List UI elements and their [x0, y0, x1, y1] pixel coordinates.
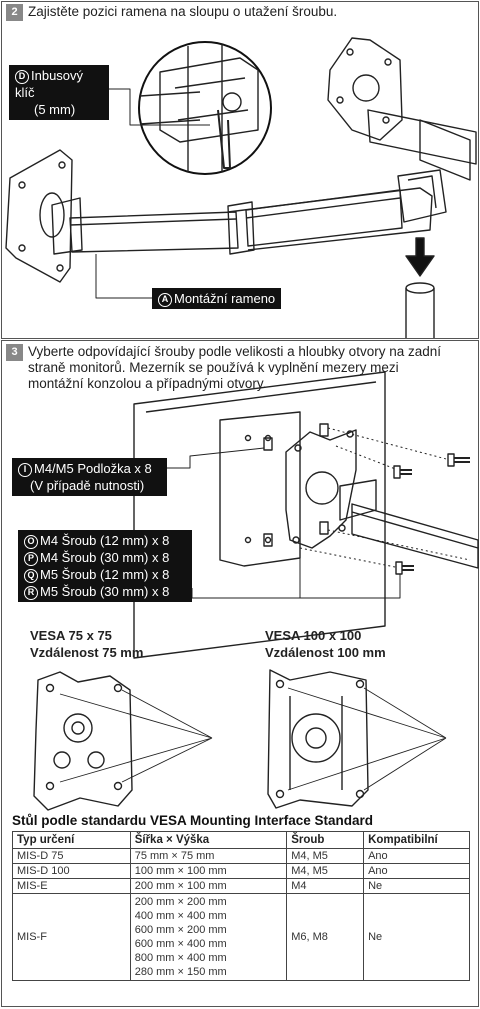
- pole: [405, 282, 435, 338]
- callout-letter-d-icon: D: [15, 70, 29, 84]
- size-line: 280 mm × 150 mm: [134, 966, 227, 978]
- step-3-instruction-line-3: montážní konzolou a případnými otvory.: [28, 376, 267, 391]
- screws: [393, 453, 470, 575]
- step-2-panel: [1, 1, 479, 339]
- cell-size: 75 mm × 75 mm: [129, 848, 288, 864]
- vesa-75-title: VESA 75 x 75 Vzdálenost 75 mm: [30, 627, 143, 661]
- step-3-panel: [1, 340, 479, 1007]
- cell-type: MIS-D 100: [12, 863, 131, 879]
- cell-size-list: 200 mm × 200 mm 400 mm × 400 mm 600 mm ×…: [129, 893, 288, 981]
- callout-letter-i-icon: I: [18, 463, 32, 477]
- cell-compatible: Ne: [363, 878, 470, 894]
- left-vesa-plate: [5, 149, 73, 283]
- step-2-number: 2: [6, 4, 23, 21]
- size-line: 600 mm × 400 mm: [134, 938, 227, 950]
- mounting-arm-label: Montážní rameno: [174, 291, 276, 306]
- step-3-number: 3: [6, 344, 23, 361]
- zoom-detail: [138, 41, 272, 175]
- vesa-75-distance: Vzdálenost 75 mm: [30, 645, 144, 660]
- right-vesa-plate: [327, 37, 477, 223]
- size-line: 800 mm × 400 mm: [134, 952, 227, 964]
- table-row: MIS-D 75 75 mm × 75 mm M4, M5 Ano: [12, 848, 470, 864]
- screw-p-label: M4 Šroub (30 mm) x 8: [40, 550, 170, 565]
- size-line: 400 mm × 400 mm: [134, 910, 227, 922]
- down-arrow-icon: [405, 237, 435, 277]
- vesa-100-label: VESA 100 x 100: [265, 628, 362, 643]
- table-header-row: Typ určení Šířka × Výška Šroub Kompatibi…: [12, 831, 470, 849]
- screw-r-label: M5 Šroub (30 mm) x 8: [40, 584, 170, 599]
- allen-key-label: Inbusový klíč: [15, 68, 84, 100]
- screw-o-label: M4 Šroub (12 mm) x 8: [40, 533, 170, 548]
- vesa-75-plate: [33, 671, 213, 811]
- size-line: 600 mm × 200 mm: [134, 924, 227, 936]
- screw-q-label: M5 Šroub (12 mm) x 8: [40, 567, 170, 582]
- cell-compatible: Ano: [363, 863, 470, 879]
- vesa-100-distance: Vzdálenost 100 mm: [265, 645, 386, 660]
- cell-compatible: Ne: [363, 893, 470, 981]
- step-3-instruction-line-1: Vyberte odpovídající šrouby podle veliko…: [28, 344, 441, 359]
- table-row: MIS-E 200 mm × 100 mm M4 Ne: [12, 878, 470, 894]
- col-header-compatible: Kompatibilní: [363, 831, 470, 849]
- vesa-100-plate: [267, 669, 447, 809]
- vesa-100-title: VESA 100 x 100 Vzdálenost 100 mm: [265, 627, 386, 661]
- cell-type: MIS-E: [12, 878, 131, 894]
- mounting-arm: [51, 187, 433, 255]
- vesa-standard-table: Typ určení Šířka × Výška Šroub Kompatibi…: [12, 831, 470, 981]
- callout-letter-p-icon: P: [24, 552, 38, 566]
- callout-letter-o-icon: O: [24, 535, 38, 549]
- cell-type: MIS-D 75: [12, 848, 131, 864]
- cell-screw: M4, M5: [286, 863, 365, 879]
- washer-note: (V případě nutnosti): [30, 478, 145, 493]
- step-3-instruction-line-2: straně monitorů. Mezerník se používá k v…: [28, 360, 399, 375]
- vesa-75-label: VESA 75 x 75: [30, 628, 112, 643]
- table-row: MIS-F 200 mm × 200 mm 400 mm × 400 mm 60…: [12, 893, 470, 981]
- step-2-instruction: Zajistěte pozici ramena na sloupu o utaž…: [28, 4, 338, 19]
- spacers: [263, 423, 329, 547]
- vesa-table-title: Stůl podle standardu VESA Mounting Inter…: [12, 813, 374, 828]
- col-header-screw: Šroub: [286, 831, 365, 849]
- size-line: 200 mm × 200 mm: [134, 896, 227, 908]
- cell-screw: M6, M8: [286, 893, 365, 981]
- washer-label: M4/M5 Podložka x 8: [34, 461, 152, 476]
- callout-letter-q-icon: Q: [24, 569, 38, 583]
- cell-size: 200 mm × 100 mm: [129, 878, 288, 894]
- cell-type: MIS-F: [12, 893, 131, 981]
- cell-screw: M4, M5: [286, 848, 365, 864]
- cell-size: 100 mm × 100 mm: [129, 863, 288, 879]
- cell-compatible: Ano: [363, 848, 470, 864]
- callout-letter-a-icon: A: [158, 293, 172, 307]
- allen-key-size: (5 mm): [34, 102, 76, 117]
- cell-screw: M4: [286, 878, 365, 894]
- col-header-size: Šířka × Výška: [129, 831, 288, 849]
- bracket-vesa-plate: [285, 429, 479, 569]
- col-header-type: Typ určení: [12, 831, 131, 849]
- table-row: MIS-D 100 100 mm × 100 mm M4, M5 Ano: [12, 863, 470, 879]
- callout-letter-r-icon: R: [24, 586, 38, 600]
